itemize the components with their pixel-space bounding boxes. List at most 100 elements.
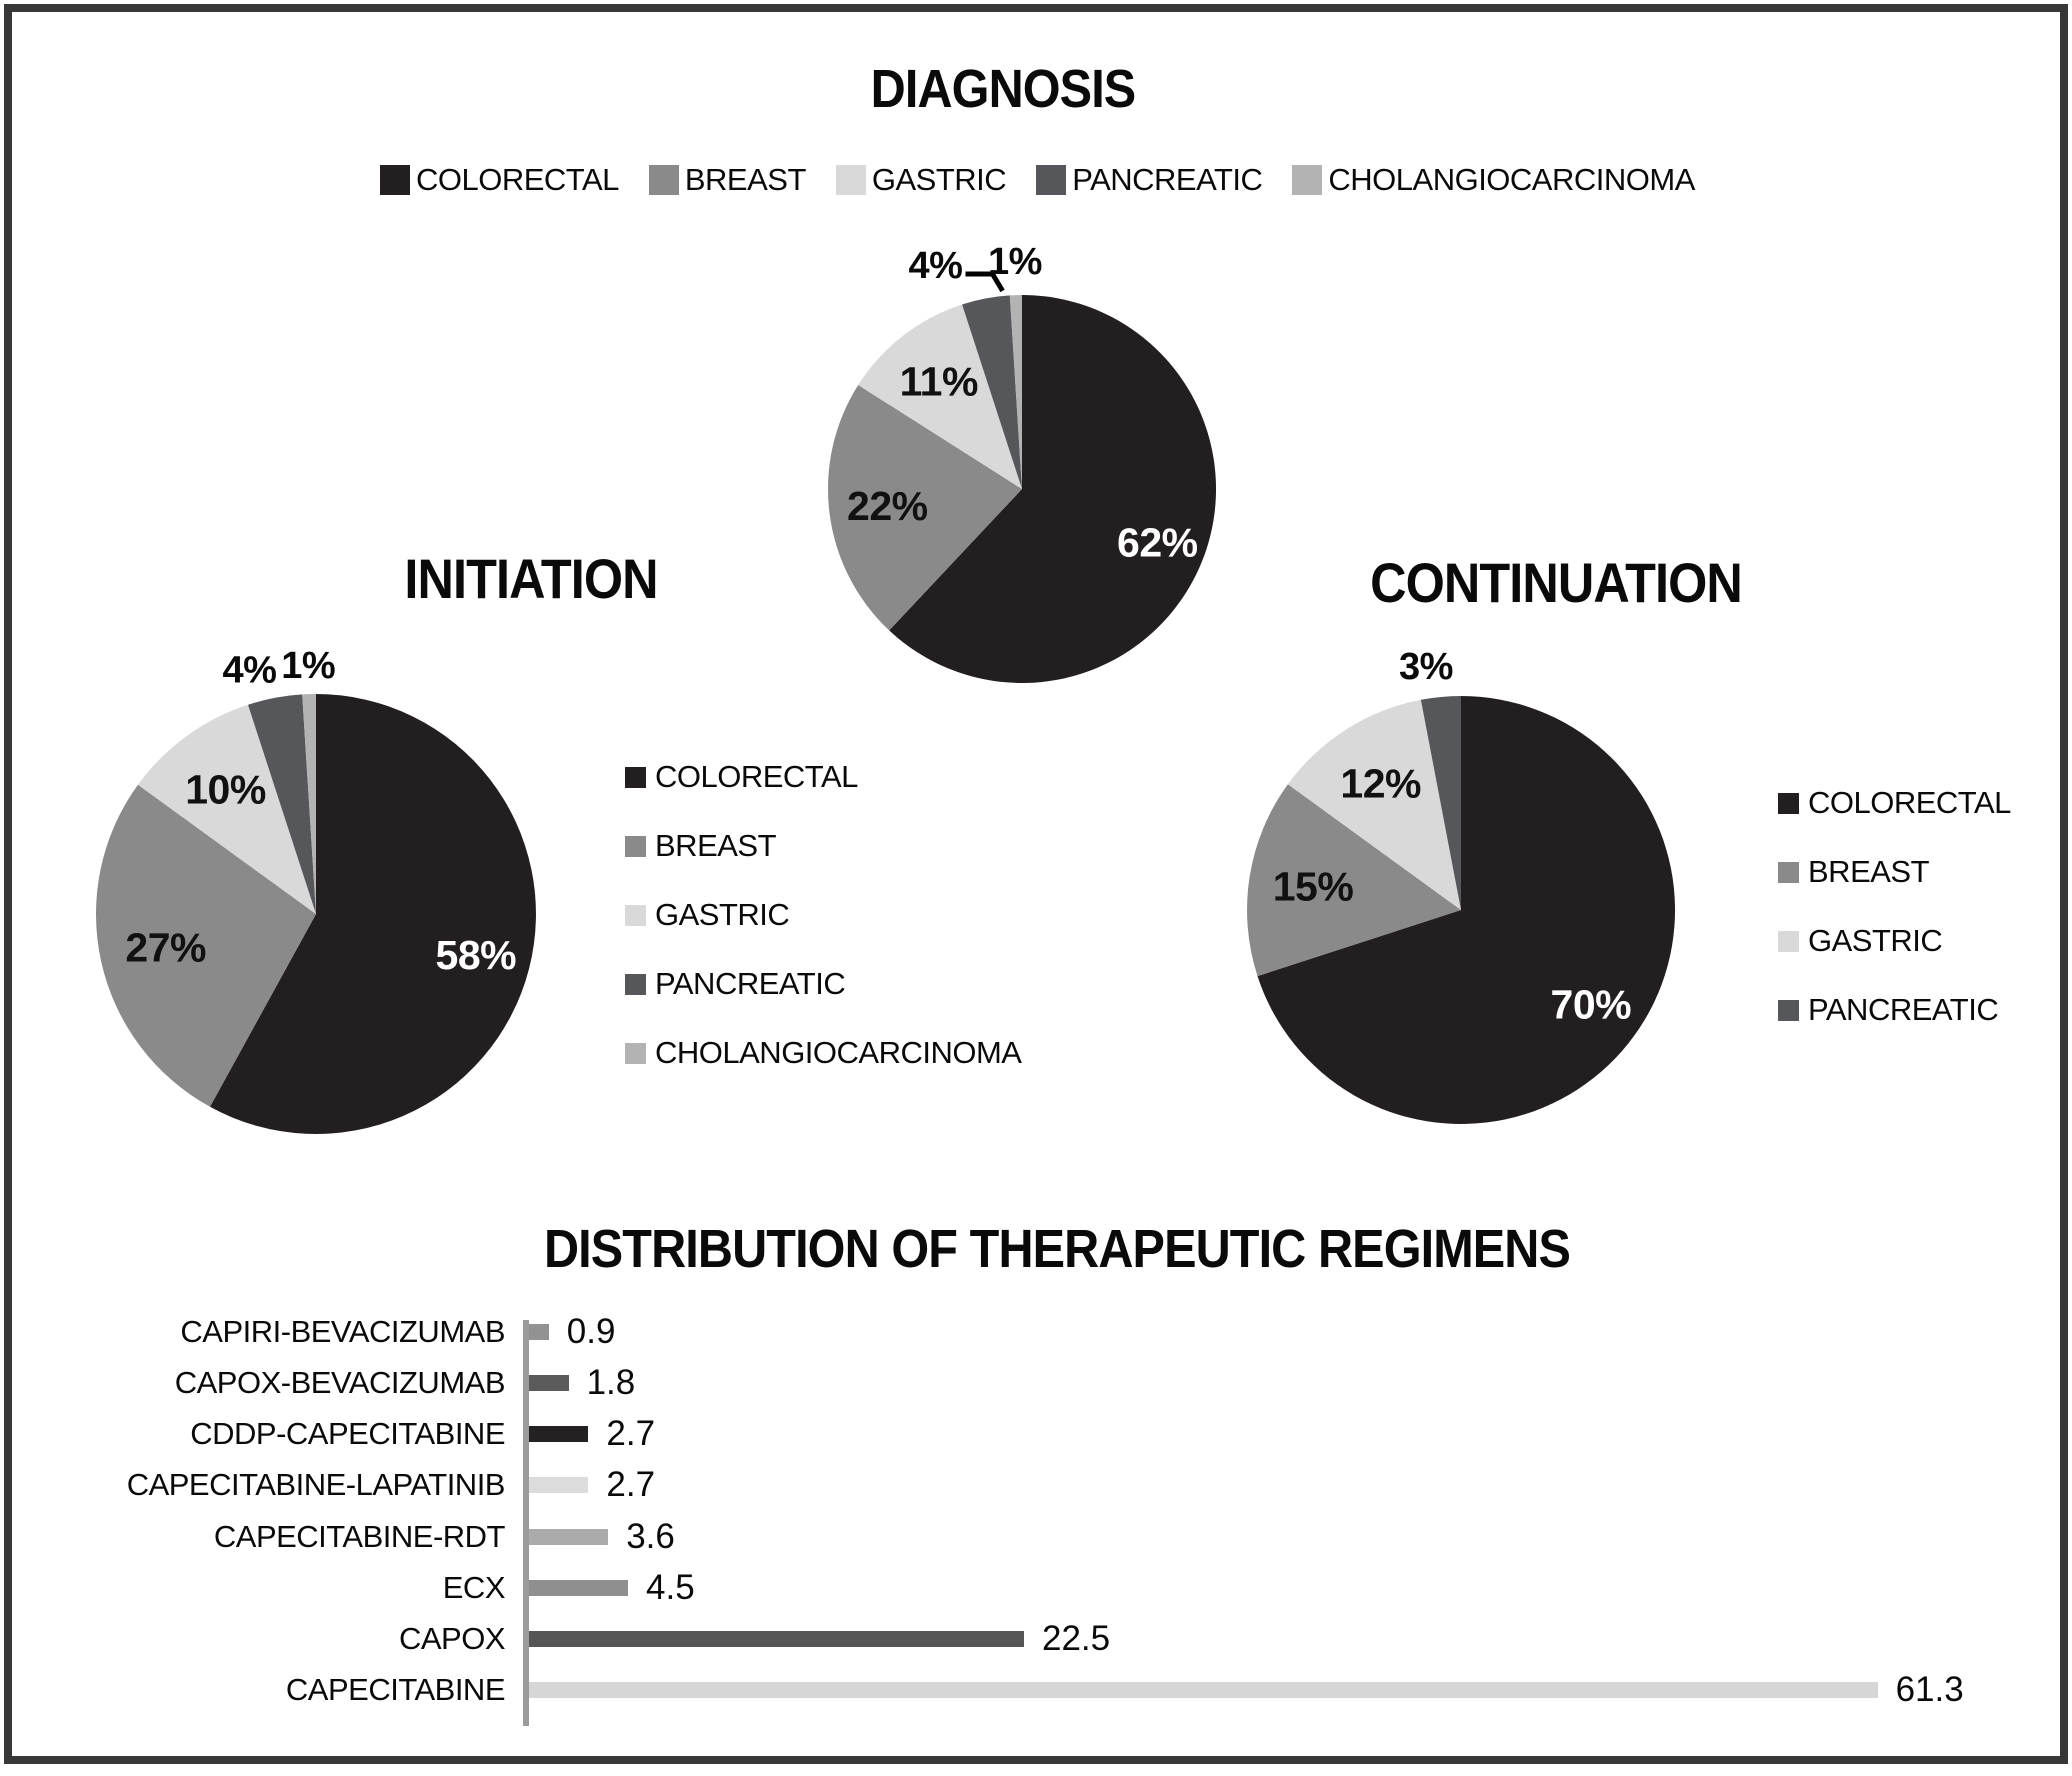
bar-category-label: CAPECITABINE-RDT bbox=[213, 1518, 506, 1554]
legend-swatch-breast bbox=[625, 835, 646, 857]
legend-item-cholangiocarcinoma: CHOLANGIOCARCINOMA bbox=[625, 1035, 1022, 1070]
pie-label-leader-line bbox=[965, 271, 1005, 293]
pie-percent-label-pancreatic: 4% bbox=[223, 649, 277, 691]
legend-item-breast: BREAST bbox=[648, 162, 806, 198]
pie-percent-label-cholangiocarcinoma: 1% bbox=[281, 645, 335, 687]
diagnosis-pie: 62% 22% 11% 4% 1% bbox=[827, 241, 1217, 683]
legend-swatch-gastric bbox=[625, 904, 646, 926]
legend-label: GASTRIC bbox=[655, 897, 790, 932]
legend-swatch-cholangiocarcinoma bbox=[1292, 165, 1323, 195]
bar-value-label: 22.5 bbox=[1042, 1618, 1111, 1658]
bar-capox-bevacizumab bbox=[529, 1375, 569, 1392]
bar-category-label: ECX bbox=[442, 1569, 506, 1605]
pie-slice-colorectal bbox=[210, 694, 536, 1134]
continuation-title: CONTINUATION bbox=[1370, 551, 1743, 614]
legend-swatch-breast bbox=[1778, 861, 1799, 883]
legend-swatch-colorectal bbox=[380, 165, 410, 195]
pie-slice-gastric bbox=[858, 304, 1022, 489]
pie-slice-breast bbox=[1247, 784, 1461, 977]
legend-label: PANCREATIC bbox=[1808, 992, 1999, 1027]
legend-label: PANCREATIC bbox=[655, 966, 846, 1001]
bar-row-cddp-capecitabine: CDDP-CAPECITABINE 2.7 bbox=[70, 1408, 2020, 1460]
bar-capecitabine-lapatinib bbox=[529, 1477, 589, 1494]
bar-category-label: CAPECITABINE bbox=[285, 1672, 506, 1708]
legend-swatch-pancreatic bbox=[1778, 999, 1799, 1021]
legend-label: CHOLANGIOCARCINOMA bbox=[655, 1035, 1022, 1070]
continuation-pie: 70% 15% 12% 3% bbox=[1247, 646, 1676, 1124]
pie-percent-label-gastric: 10% bbox=[185, 766, 266, 812]
legend-item-colorectal: COLORECTAL bbox=[380, 162, 619, 198]
legend-label: COLORECTAL bbox=[655, 759, 858, 794]
pie-percent-label-pancreatic: 3% bbox=[1399, 646, 1453, 688]
legend-label: CHOLANGIOCARCINOMA bbox=[1328, 162, 1695, 197]
legend-label: BREAST bbox=[1808, 854, 1930, 889]
legend-swatch-pancreatic bbox=[1036, 165, 1067, 195]
bar-value-label: 61.3 bbox=[1895, 1670, 1964, 1710]
legend-item-colorectal: COLORECTAL bbox=[1778, 785, 2011, 820]
bar-category-label: CDDP-CAPECITABINE bbox=[190, 1416, 505, 1452]
legend-swatch-cholangiocarcinoma bbox=[625, 1042, 646, 1064]
legend-item-pancreatic: PANCREATIC bbox=[1778, 992, 2011, 1027]
pie-slice-pancreatic bbox=[1420, 696, 1461, 910]
legend-item-breast: BREAST bbox=[625, 828, 1021, 863]
bar-category-label: CAPECITABINE-LAPATINIB bbox=[126, 1467, 506, 1503]
pie-percent-label-colorectal: 58% bbox=[436, 932, 517, 978]
pie-percent-label-gastric: 11% bbox=[900, 359, 978, 405]
pie-percent-label-breast: 27% bbox=[125, 925, 206, 971]
legend-item-gastric: GASTRIC bbox=[835, 162, 1007, 198]
bar-chart-axis bbox=[523, 1320, 529, 1726]
diagnosis-title: DIAGNOSIS bbox=[870, 59, 1137, 119]
bar-value-label: 2.7 bbox=[606, 1414, 656, 1454]
legend-label: PANCREATIC bbox=[1072, 162, 1263, 197]
initiation-legend: COLORECTAL BREAST GASTRIC PANCREATIC CHOLANG… bbox=[625, 759, 1022, 1107]
legend-label: BREAST bbox=[655, 828, 777, 863]
diagnosis-legend: COLORECTAL BREAST GASTRIC PANCREATIC CHOLANG… bbox=[380, 162, 1695, 198]
bar-capox bbox=[529, 1630, 1024, 1647]
legend-item-pancreatic: PANCREATIC bbox=[625, 966, 1021, 1001]
legend-item-pancreatic: PANCREATIC bbox=[1036, 162, 1263, 198]
pie-percent-label-breast: 15% bbox=[1273, 864, 1354, 910]
pie-slice-gastric bbox=[138, 704, 316, 914]
legend-swatch-pancreatic bbox=[625, 973, 646, 995]
pie-percent-label-cholangiocarcinoma: 1% bbox=[988, 241, 1042, 283]
continuation-legend: COLORECTAL BREAST GASTRIC PANCREATIC bbox=[1778, 785, 2011, 1064]
pie-percent-label-breast: 22% bbox=[847, 483, 928, 529]
legend-swatch-breast bbox=[648, 165, 679, 195]
pie-slice-gastric bbox=[1287, 699, 1461, 910]
legend-item-colorectal: COLORECTAL bbox=[625, 759, 1021, 794]
pie-slice-breast bbox=[95, 784, 317, 1107]
pie-slice-pancreatic bbox=[962, 295, 1022, 489]
bar-row-capecitabine: CAPECITABINE 61.3 bbox=[70, 1664, 2020, 1716]
bar-row-ecx: ECX 4.5 bbox=[70, 1562, 2020, 1614]
bar-value-label: 1.8 bbox=[586, 1363, 636, 1403]
pie-percent-label-colorectal: 62% bbox=[1117, 520, 1198, 566]
bar-category-label: CAPOX bbox=[398, 1620, 506, 1656]
legend-swatch-colorectal bbox=[1778, 792, 1799, 814]
legend-item-cholangiocarcinoma: CHOLANGIOCARCINOMA bbox=[1292, 162, 1695, 198]
legend-label: COLORECTAL bbox=[416, 162, 619, 197]
initiation-pie: 58% 27% 10% 4%1% bbox=[95, 645, 536, 1134]
pie-percent-label-colorectal: 70% bbox=[1551, 981, 1632, 1027]
legend-swatch-colorectal bbox=[625, 766, 646, 788]
pie-slice-cholangiocarcinoma bbox=[302, 693, 316, 914]
legend-swatch-gastric bbox=[835, 165, 866, 195]
legend-swatch-gastric bbox=[1778, 930, 1799, 952]
bar-row-capox: CAPOX 22.5 bbox=[70, 1613, 2020, 1665]
initiation-title: INITIATION bbox=[404, 547, 658, 610]
bar-ecx bbox=[529, 1579, 628, 1596]
bar-capecitabine bbox=[529, 1682, 1878, 1699]
bar-category-label: CAPOX-BEVACIZUMAB bbox=[174, 1365, 506, 1401]
bar-capiri-bevacizumab bbox=[529, 1324, 549, 1340]
pie-percent-label-gastric: 12% bbox=[1340, 761, 1421, 807]
pie-slice-pancreatic bbox=[248, 694, 316, 914]
bar-value-label: 4.5 bbox=[646, 1567, 695, 1607]
legend-item-gastric: GASTRIC bbox=[1778, 923, 2011, 958]
bar-value-label: 0.9 bbox=[566, 1312, 616, 1351]
pie-percent-label-pancreatic: 4% bbox=[909, 245, 963, 287]
legend-item-gastric: GASTRIC bbox=[625, 897, 1021, 932]
